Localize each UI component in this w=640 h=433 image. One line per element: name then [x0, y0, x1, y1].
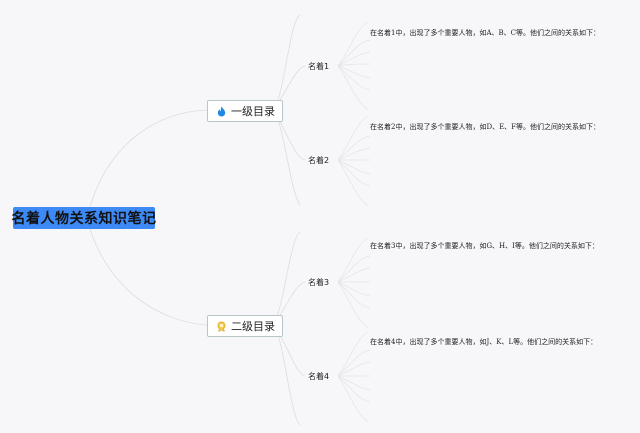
topic-node-label: 名着2 — [308, 156, 330, 165]
note-text: 在名着4中，出现了多个重要人物，如J、K、L等。他们之间的关系如下： — [370, 338, 598, 346]
fire-icon — [216, 105, 227, 117]
note-text: 在名着3中，出现了多个重要人物，如G、H、I等。他们之间的关系如下： — [370, 242, 599, 250]
branch-node-label: 一级目录 — [231, 105, 275, 118]
topic-node-label: 名着1 — [308, 62, 330, 71]
root-node-label: 名着人物关系知识笔记 — [11, 211, 157, 227]
branch-node-level2-catalog[interactable]: 二级目录 — [207, 315, 283, 337]
root-node[interactable]: 名着人物关系知识笔记 — [11, 207, 157, 229]
branch-node-level1-catalog[interactable]: 一级目录 — [207, 100, 283, 122]
topic-node-label: 名着3 — [308, 278, 330, 287]
branch-node-label: 二级目录 — [231, 320, 275, 333]
note-node-book4[interactable]: 在名着4中，出现了多个重要人物，如J、K、L等。他们之间的关系如下： — [370, 337, 597, 347]
note-text: 在名着1中，出现了多个重要人物，如A、B、C等。他们之间的关系如下： — [370, 29, 601, 37]
note-node-book3[interactable]: 在名着3中，出现了多个重要人物，如G、H、I等。他们之间的关系如下： — [370, 241, 599, 251]
note-node-book2[interactable]: 在名着2中，出现了多个重要人物，如D、E、F等。他们之间的关系如下： — [370, 122, 600, 132]
topic-node-book1[interactable]: 名着1 — [308, 61, 329, 72]
topic-node-label: 名着4 — [308, 372, 330, 381]
topic-node-book4[interactable]: 名着4 — [308, 371, 329, 382]
topic-node-book2[interactable]: 名着2 — [308, 155, 329, 166]
note-node-book1[interactable]: 在名着1中，出现了多个重要人物，如A、B、C等。他们之间的关系如下： — [370, 28, 600, 38]
topic-node-book3[interactable]: 名着3 — [308, 277, 329, 288]
award-badge-icon — [216, 321, 227, 332]
note-text: 在名着2中，出现了多个重要人物，如D、E、F等。他们之间的关系如下： — [370, 123, 601, 131]
